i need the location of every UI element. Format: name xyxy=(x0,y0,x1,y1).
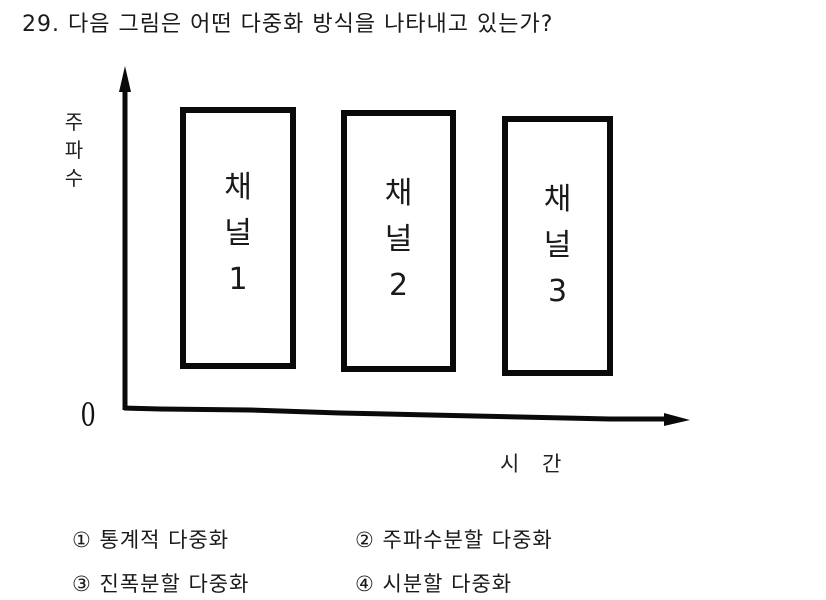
question-text: 29. 다음 그림은 어떤 다중화 방식을 나타내고 있는가? xyxy=(22,12,554,37)
axes xyxy=(119,66,690,426)
x-axis-arrow-icon xyxy=(664,413,690,426)
option-marker: ② xyxy=(355,528,375,552)
option-label: 시분할 다중화 xyxy=(382,572,513,596)
channel-number: 1 xyxy=(228,262,248,297)
option-2[interactable]: ② 주파수분할 다중화 xyxy=(355,524,553,554)
multiplexing-diagram: 주 파 수 0 시 간 채 널 1 채 널 2 채 널 3 xyxy=(60,66,690,476)
time-axis-label: 시 간 xyxy=(500,452,570,476)
option-label: 진폭분할 다중화 xyxy=(99,572,250,596)
option-marker: ③ xyxy=(72,572,92,596)
option-4[interactable]: ④ 시분할 다중화 xyxy=(355,568,512,598)
channel-3-box: 채 널 3 xyxy=(502,116,613,376)
x-axis-line xyxy=(123,405,670,422)
frequency-label-char: 주 xyxy=(64,110,84,134)
channel-number: 3 xyxy=(547,274,568,309)
option-marker: ① xyxy=(72,528,92,552)
option-1[interactable]: ① 통계적 다중화 xyxy=(72,524,229,554)
channel-number: 2 xyxy=(388,268,409,303)
channel-label: 널 xyxy=(384,222,413,257)
channel-label: 널 xyxy=(543,228,572,263)
channel-label: 채 xyxy=(224,170,252,205)
origin-label: 0 xyxy=(80,396,96,434)
frequency-label-char: 파 xyxy=(64,138,84,162)
channel-1-box: 채 널 1 xyxy=(180,107,296,369)
option-label: 주파수분할 다중화 xyxy=(382,528,553,552)
frequency-axis-label: 주 파 수 xyxy=(60,108,88,192)
option-3[interactable]: ③ 진폭분할 다중화 xyxy=(72,568,249,598)
channel-label: 채 xyxy=(543,182,572,217)
option-marker: ④ xyxy=(355,572,375,596)
channel-label: 채 xyxy=(384,176,413,211)
channel-label: 널 xyxy=(224,216,252,251)
frequency-label-char: 수 xyxy=(64,166,84,190)
channel-2-box: 채 널 2 xyxy=(341,110,456,372)
option-label: 통계적 다중화 xyxy=(99,528,230,552)
y-axis-arrow-icon xyxy=(119,66,131,92)
